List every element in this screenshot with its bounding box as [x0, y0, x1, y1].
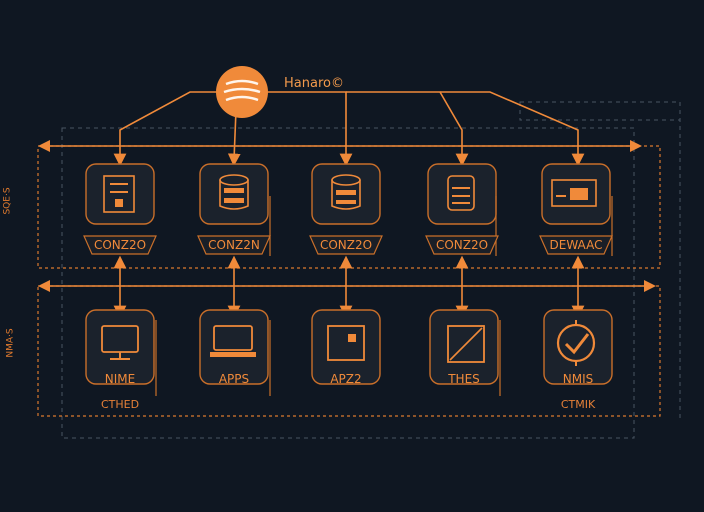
side-label-top: SQE·S	[2, 187, 13, 215]
monitor-icon	[101, 325, 139, 360]
database-icon	[331, 174, 361, 210]
bottom-node-2-label: APPS	[218, 372, 250, 386]
top-node-4-label: CONZ2O	[435, 238, 489, 252]
top-node-1[interactable]	[83, 163, 157, 255]
top-node-1-label: CONZ2O	[93, 238, 147, 252]
hub-link-4	[346, 91, 469, 167]
hub-link-2	[227, 109, 241, 167]
bottom-node-5-sublabel: CTMIK	[560, 398, 596, 411]
window-folder-icon	[551, 179, 597, 207]
hub-link-5	[440, 91, 585, 167]
bottom-node-4-label: THES	[448, 372, 480, 386]
bottom-node-1-sublabel: CTHED	[100, 398, 140, 411]
top-right-dashed-frame	[519, 101, 681, 121]
laptop-icon	[210, 325, 256, 357]
database-icon	[219, 174, 249, 210]
side-label-bottom: NMA·S	[5, 328, 16, 358]
bottom-row-frame	[37, 285, 661, 417]
bottom-node-3[interactable]	[311, 309, 381, 385]
top-node-2-label: CONZ2N	[208, 238, 260, 252]
top-node-4[interactable]	[425, 163, 499, 256]
check-badge-icon	[556, 320, 596, 366]
bottom-node-3-label: APZ2	[330, 372, 362, 386]
server-rack-icon	[103, 175, 135, 213]
hub-link-3	[262, 91, 353, 167]
top-node-3[interactable]	[309, 163, 383, 255]
top-node-3-label: CONZ2O	[319, 238, 373, 252]
square-icon	[327, 325, 365, 361]
hub-node[interactable]	[216, 66, 268, 118]
hub-link-1	[113, 91, 222, 167]
storage-drive-icon	[447, 175, 475, 211]
bottom-node-5[interactable]	[543, 309, 613, 385]
top-node-2[interactable]	[197, 163, 271, 256]
diagonal-panel-icon	[447, 325, 485, 363]
bottom-node-1-label: NIME	[104, 372, 136, 386]
bottom-node-2[interactable]	[199, 309, 271, 396]
bottom-node-1[interactable]	[85, 309, 157, 396]
top-node-5[interactable]	[539, 163, 613, 256]
bottom-node-4[interactable]	[429, 309, 501, 396]
top-node-5-label: DEWAAC	[549, 238, 603, 252]
bottom-node-5-label: NMIS	[562, 372, 594, 386]
hub-title: Hanaro©	[284, 76, 344, 91]
